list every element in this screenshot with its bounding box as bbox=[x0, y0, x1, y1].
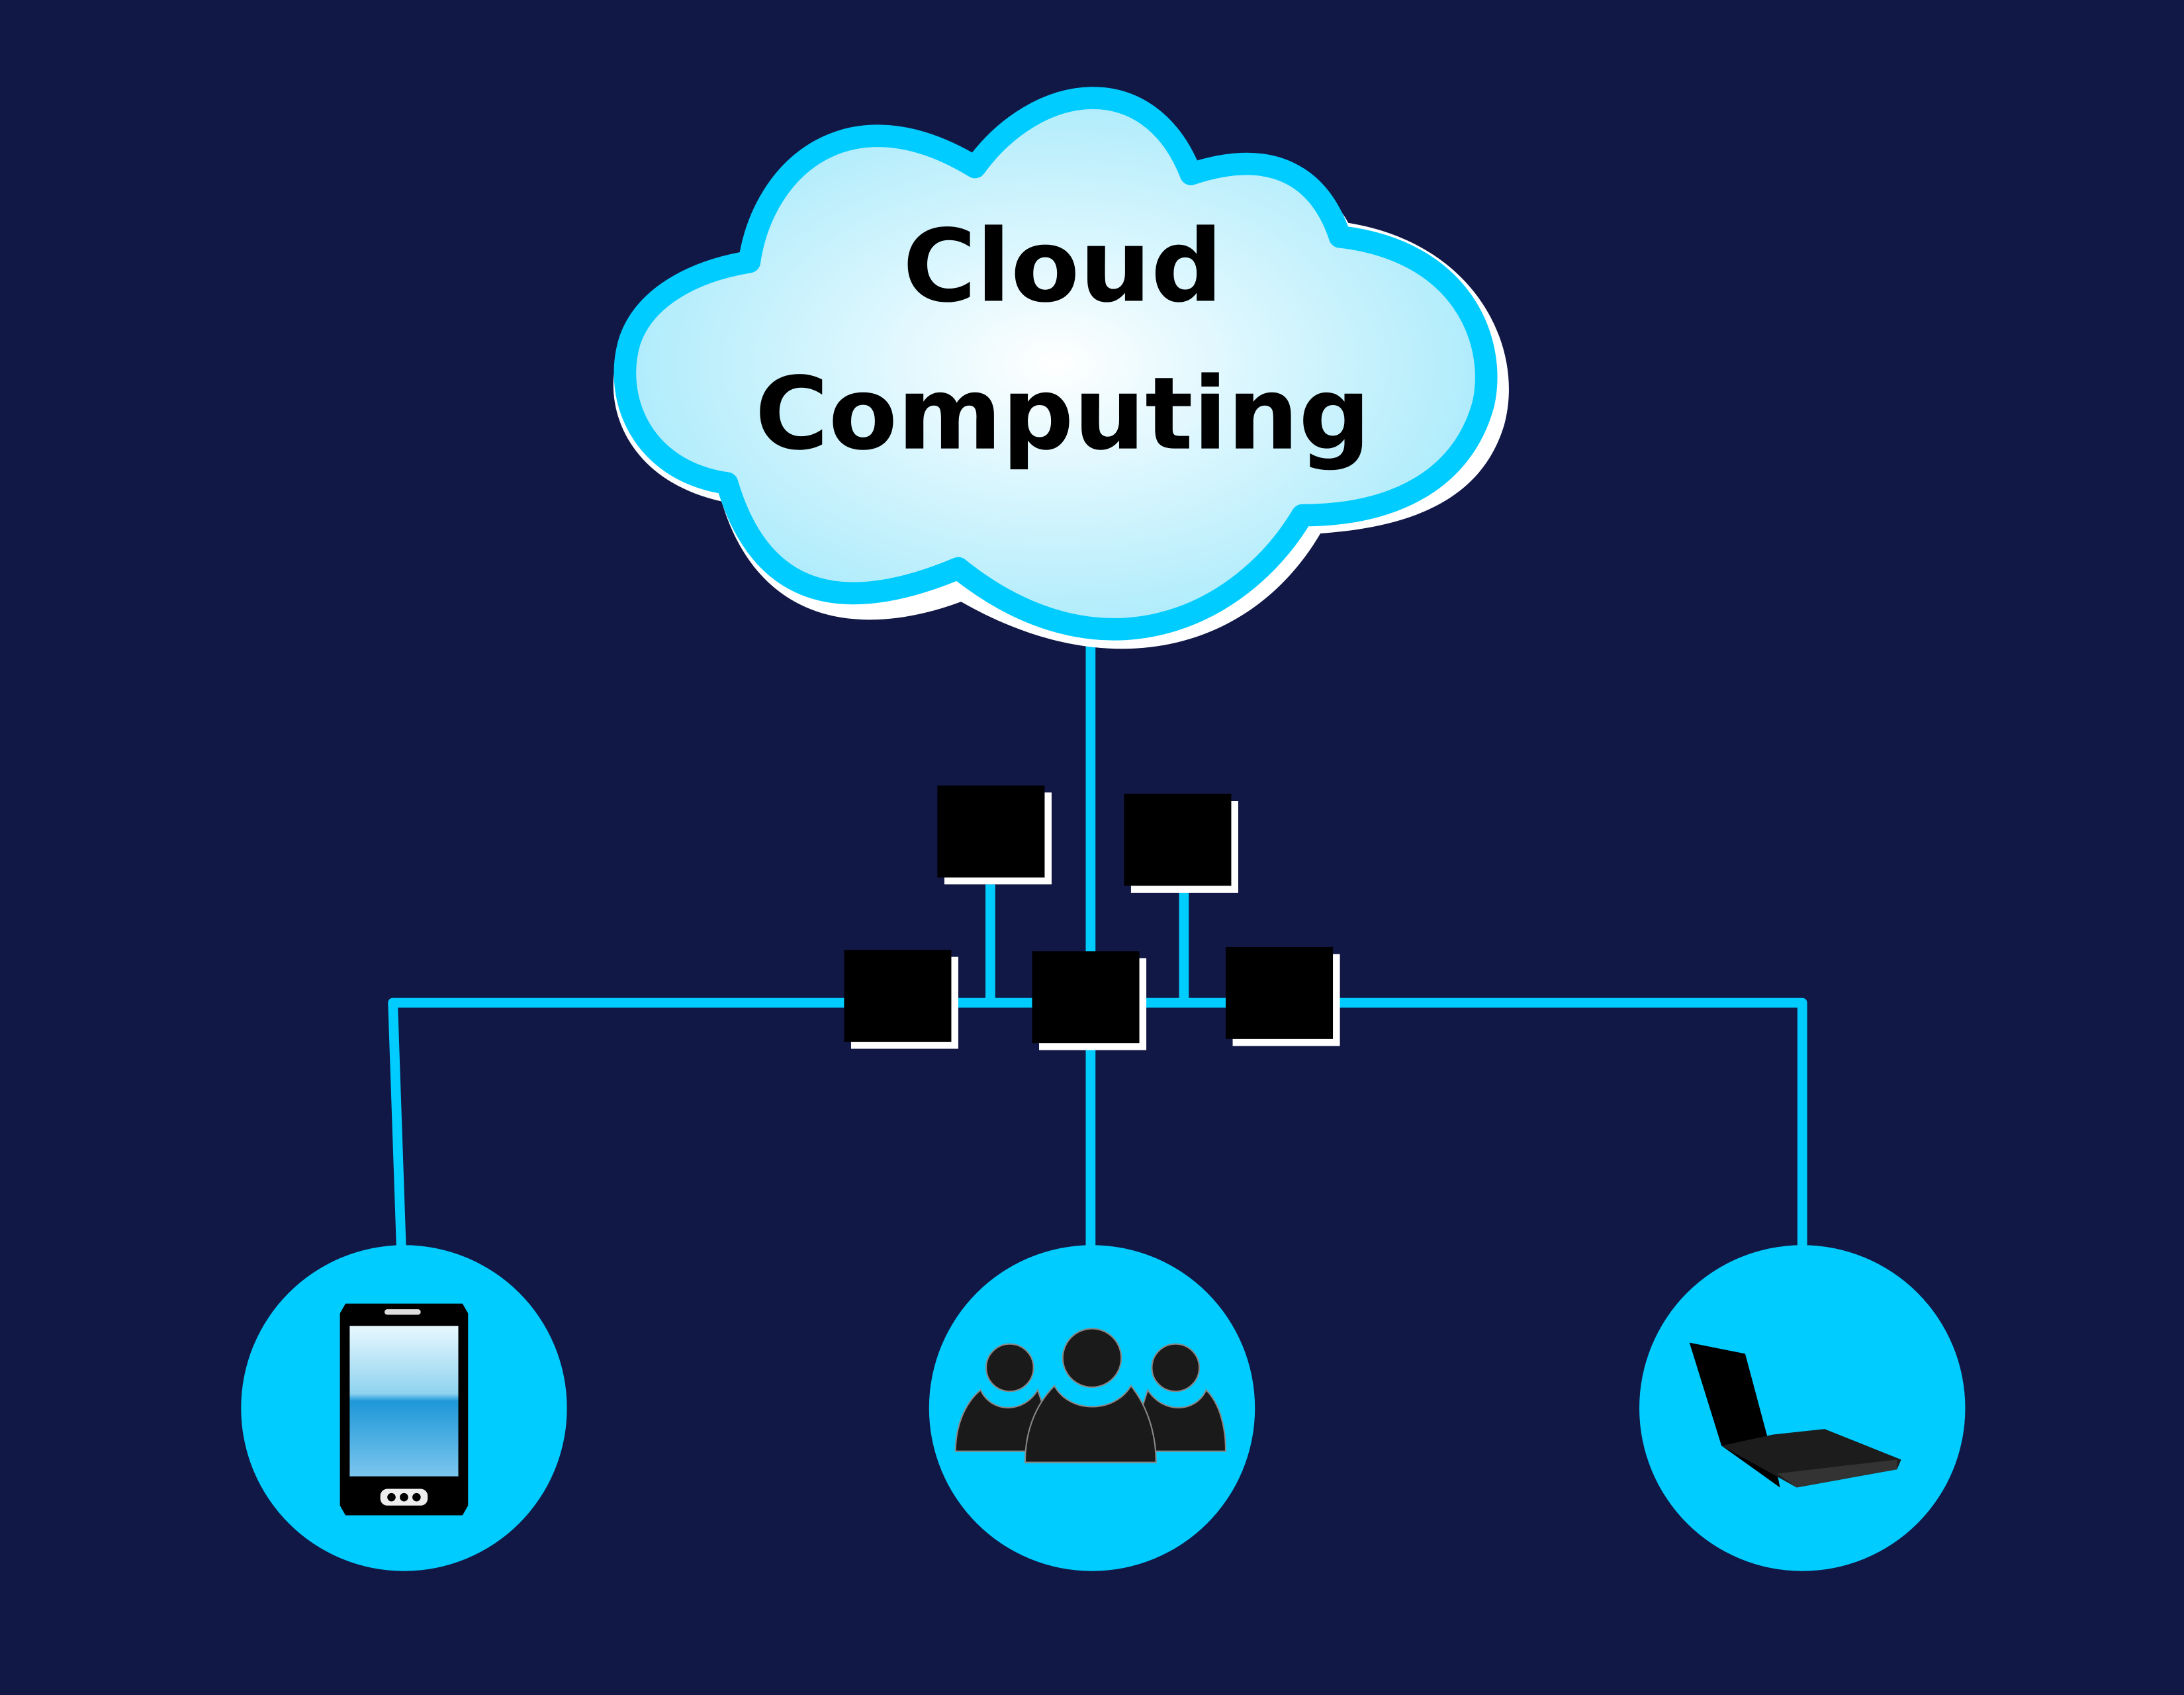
users-group-icon bbox=[954, 1328, 1227, 1463]
network-nodes bbox=[844, 785, 1340, 1050]
network-node-hub bbox=[1032, 951, 1147, 1050]
title-line-1: Cloud bbox=[903, 208, 1223, 325]
network-node bbox=[1226, 946, 1340, 1046]
network-node bbox=[844, 950, 958, 1049]
network-node bbox=[937, 785, 1052, 885]
device-laptop bbox=[1639, 1245, 1966, 1571]
device-users bbox=[929, 1245, 1255, 1571]
network-node bbox=[1124, 794, 1238, 893]
device-smartphone bbox=[241, 1245, 567, 1571]
connector-lines bbox=[388, 626, 1807, 1247]
smartphone-icon bbox=[340, 1303, 469, 1516]
title-line-2: Computing bbox=[755, 355, 1371, 473]
laptop-icon bbox=[1689, 1342, 1901, 1488]
cloud-shape: Cloud Computing bbox=[613, 87, 1509, 649]
